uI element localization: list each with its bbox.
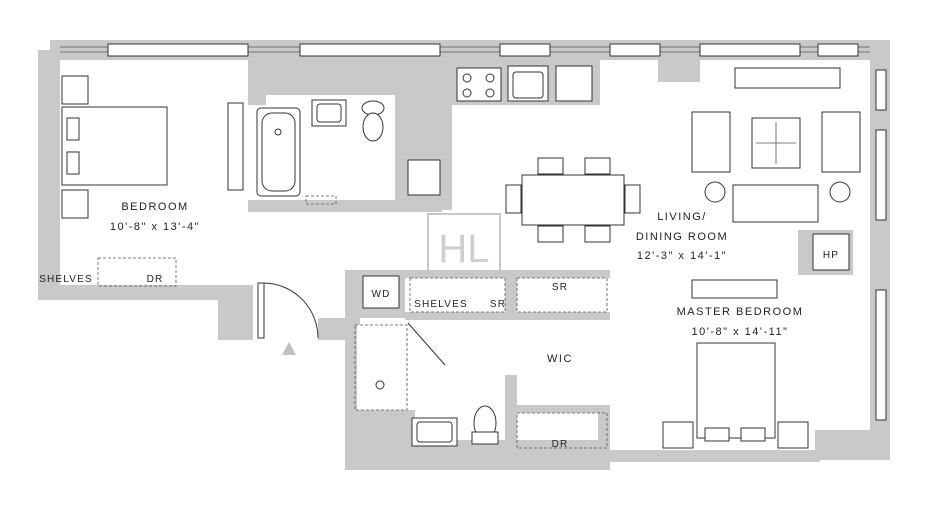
hp-unit <box>812 233 850 271</box>
master-bedroom-furniture <box>662 279 809 449</box>
hall-sr-label: SR <box>490 299 506 310</box>
toilet-bowl <box>362 112 384 142</box>
hp-label: HP <box>823 250 839 261</box>
bathroom-2-fixtures <box>354 322 499 447</box>
sofa <box>732 184 819 223</box>
living-furniture <box>505 67 861 243</box>
console <box>734 67 841 89</box>
living-name-line2: DINING ROOM <box>636 231 728 243</box>
dining-table <box>521 174 625 226</box>
kitchen-fixtures <box>407 65 593 196</box>
refrigerator <box>407 159 441 196</box>
dishwasher <box>555 65 593 102</box>
toilet-2-tank <box>471 431 499 445</box>
bedroom-furniture <box>61 75 244 287</box>
closet-sr-label: SR <box>552 282 568 293</box>
nightstand <box>662 421 694 449</box>
master-closet <box>516 277 608 313</box>
window-mullions <box>60 43 887 421</box>
living-dimensions: 12'-3" x 14'-1" <box>637 250 727 262</box>
bedroom-dimensions: 10'-8" x 13'-4" <box>110 221 200 233</box>
side-table <box>704 181 726 203</box>
entry-door <box>257 282 319 355</box>
dresser <box>227 102 244 191</box>
armchair-left <box>691 111 731 173</box>
bedroom-shelves-label: SHELVES <box>39 274 93 285</box>
pillow <box>66 151 80 175</box>
side-table <box>829 181 851 203</box>
armchair-right <box>821 111 861 173</box>
living-name-line1: LIVING/ <box>657 211 707 223</box>
cooktop <box>456 67 502 102</box>
master-dimensions: 10'-8" x 14'-11" <box>692 326 789 338</box>
bathtub <box>256 107 301 197</box>
svg-text:HL: HL <box>438 227 489 271</box>
wic-label: WIC <box>547 353 573 365</box>
bathroom-1-fixtures <box>256 99 385 205</box>
entry-arrow-icon <box>282 342 296 355</box>
pillow <box>66 117 80 141</box>
master-name: MASTER BEDROOM <box>677 306 804 318</box>
sink-2 <box>411 417 458 447</box>
nightstand <box>777 421 809 449</box>
bedroom-name: BEDROOM <box>121 201 188 213</box>
nightstand-top <box>61 75 89 105</box>
shower <box>354 324 408 411</box>
master-bed <box>696 342 776 439</box>
wd-label: WD <box>371 289 390 300</box>
bedroom-dr-label: DR <box>147 274 164 285</box>
bedroom-closet <box>97 257 177 287</box>
hall-shelves-label: SHELVES <box>414 299 468 310</box>
hall-closet <box>409 277 506 313</box>
washer-dryer <box>362 275 400 309</box>
master-dresser <box>691 279 778 299</box>
wic-dr-label: DR <box>552 439 569 450</box>
wic-drawers <box>516 412 608 449</box>
hl-logo: HL <box>427 213 501 275</box>
kitchen-sink <box>507 65 549 102</box>
nightstand-bottom <box>61 189 89 219</box>
